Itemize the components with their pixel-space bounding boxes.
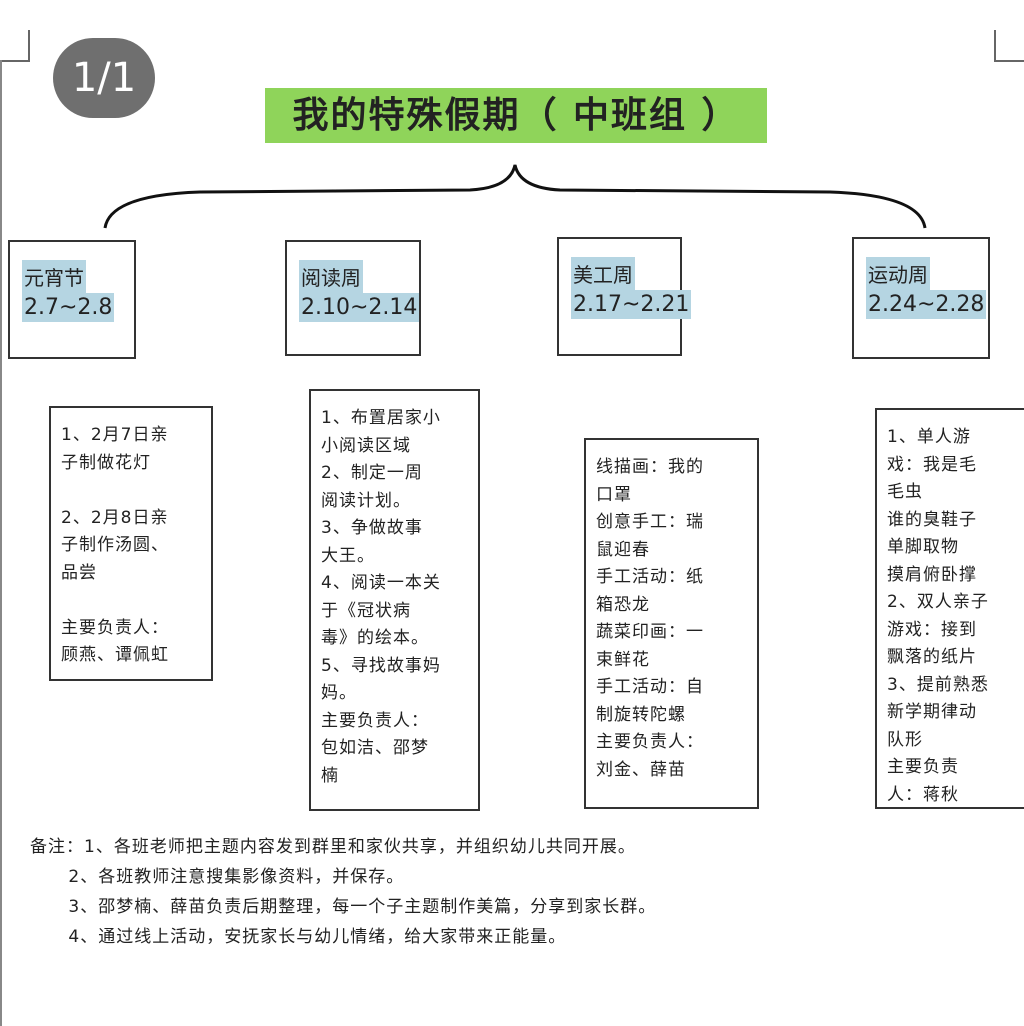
theme-date: 2.7~2.8 (22, 293, 115, 322)
theme-date: 2.10~2.14 (299, 293, 420, 322)
detail-line: 子制做花灯 (61, 452, 151, 473)
detail-line: 单脚取物 (887, 537, 959, 557)
detail-line: 楠 (321, 765, 339, 786)
brace-connector (103, 164, 927, 229)
detail-line: 主要负责人： (321, 710, 429, 731)
theme-name: 美工周 (571, 257, 635, 290)
detail-line: 手工活动：纸 (596, 567, 704, 587)
page-title: 我的特殊假期（ 中班组 ） (265, 88, 767, 143)
detail-line: 1、布置居家小 (321, 408, 441, 428)
detail-line: 手工活动：自 (596, 677, 704, 697)
detail-line: 刘金、薛苗 (596, 759, 686, 780)
detail-line: 蔬菜印画：一 (596, 622, 704, 642)
detail-line: 小阅读区域 (321, 435, 411, 456)
note-line: 2、各班教师注意搜集影像资料，并保存。 (30, 867, 405, 887)
detail-line: 5、寻找故事妈 (321, 655, 441, 676)
theme-box-reading-week: 阅读周 2.10~2.14 (285, 240, 421, 356)
theme-name: 运动周 (866, 257, 930, 290)
note-line: 3、邵梦楠、薛苗负责后期整理，每一个子主题制作美篇，分享到家长群。 (30, 897, 657, 917)
detail-box-reading-week: 1、布置居家小小阅读区域 2、制定一周阅读计划。 3、争做故事大王。 4、阅读一本关于… (309, 389, 480, 811)
detail-line: 1、单人游 (887, 427, 971, 447)
detail-line: 游戏：接到 (887, 619, 977, 640)
detail-line: 2、2月8日亲 (61, 507, 169, 528)
detail-line (61, 477, 201, 505)
crop-mark-right (994, 30, 1024, 62)
detail-line: 顾燕、谭佩虹 (61, 645, 169, 665)
note-line: 备注：1、各班老师把主题内容发到群里和家伙共享，并组织幼儿共同开展。 (30, 837, 636, 857)
detail-line: 队形 (887, 729, 923, 750)
detail-line: 3、争做故事 (321, 518, 423, 538)
detail-line: 摸肩俯卧撑 (887, 564, 977, 585)
detail-line: 4、阅读一本关 (321, 573, 441, 593)
detail-line: 品尝 (61, 562, 97, 583)
theme-box-art-week: 美工周 2.17~2.21 (557, 237, 692, 356)
detail-line: 大王。 (321, 545, 375, 566)
detail-line: 阅读计划。 (321, 490, 411, 511)
detail-line: 新学期律动 (887, 702, 977, 722)
detail-line: 制旋转陀螺 (596, 704, 686, 725)
detail-line: 人：蒋秋 (887, 784, 959, 805)
detail-box-lantern-festival: 1、2月7日亲子制做花灯 2、2月8日亲子制作汤圆、品尝主要负责人： 顾燕、谭佩虹 (49, 406, 213, 681)
detail-line: 2、双人亲子 (887, 592, 989, 612)
detail-line: 飘落的纸片 (887, 647, 977, 667)
detail-line: 戏：我是毛 (887, 454, 977, 475)
detail-line: 束鲜花 (596, 649, 650, 670)
page-indicator-badge: 1/1 (53, 38, 155, 118)
detail-line: 于《冠状病 (321, 600, 411, 621)
theme-box-lantern-festival: 元宵节 2.7~2.8 (8, 240, 136, 359)
detail-line: 1、2月7日亲 (61, 425, 169, 445)
detail-line: 包如洁、邵梦 (321, 738, 429, 758)
detail-line: 2、制定一周 (321, 463, 423, 483)
detail-line: 线描画：我的 (596, 457, 704, 477)
theme-name: 阅读周 (299, 260, 363, 293)
detail-line: 创意手工：瑞 (596, 512, 704, 532)
detail-line (61, 587, 201, 615)
detail-line: 主要负责人： (61, 617, 169, 638)
detail-line: 3、提前熟悉 (887, 674, 989, 695)
theme-date: 2.17~2.21 (571, 290, 692, 319)
theme-box-sports-week: 运动周 2.24~2.28 (852, 237, 990, 359)
note-line: 4、通过线上活动，安抚家长与幼儿情绪，给大家带来正能量。 (30, 927, 567, 947)
detail-line: 口罩 (596, 484, 632, 505)
theme-date: 2.24~2.28 (866, 290, 987, 319)
page-edge (0, 60, 2, 1026)
detail-line: 主要负责人： (596, 732, 704, 752)
theme-name: 元宵节 (22, 260, 86, 293)
detail-line: 毛虫 (887, 482, 923, 502)
detail-line: 子制作汤圆、 (61, 535, 169, 555)
crop-mark-left (0, 30, 30, 62)
notes-section: 备注：1、各班老师把主题内容发到群里和家伙共享，并组织幼儿共同开展。 2、各班教… (30, 832, 656, 952)
detail-line: 谁的臭鞋子 (887, 509, 977, 530)
detail-box-art-week: 线描画：我的口罩创意手工：瑞鼠迎春手工活动：纸箱恐龙蔬菜印画：一束鲜花手工活动：… (584, 438, 759, 809)
detail-box-sports-week: 1、单人游戏：我是毛毛虫谁的臭鞋子单脚取物摸肩俯卧撑 2、双人亲子游戏：接到飘落的… (875, 408, 1024, 809)
detail-line: 鼠迎春 (596, 539, 650, 560)
detail-line: 妈。 (321, 683, 357, 703)
detail-line: 毒》的绘本。 (321, 628, 429, 648)
detail-line: 主要负责 (887, 757, 959, 777)
detail-line: 箱恐龙 (596, 594, 650, 615)
